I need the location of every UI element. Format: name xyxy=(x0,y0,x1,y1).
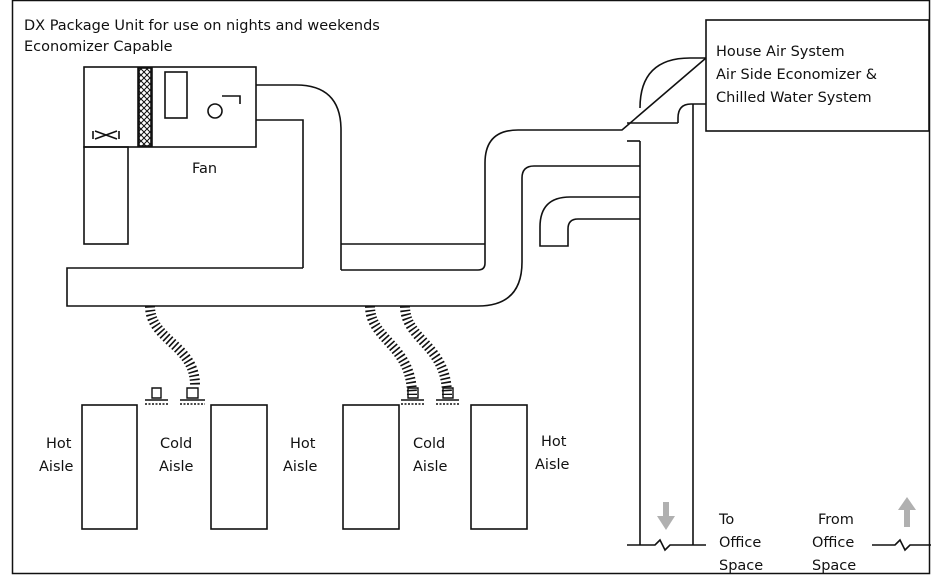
diffuser-4 xyxy=(436,387,459,405)
dx-package-unit xyxy=(83,66,296,245)
office-shaft xyxy=(627,104,931,552)
damper-icon xyxy=(92,130,120,140)
dx-unit-housing xyxy=(83,66,257,148)
house-system-line1: House Air System xyxy=(716,44,845,60)
flex-duct-3 xyxy=(400,305,452,396)
dx-unit-lower-section xyxy=(83,146,129,245)
aisle-label-1-line2: Aisle xyxy=(39,459,74,475)
aisle-label-3-line2: Aisle xyxy=(283,459,318,475)
aisle-label-3-line1: Hot xyxy=(290,436,316,452)
flex-duct-2 xyxy=(365,305,417,396)
to-office-line3: Space xyxy=(719,558,763,574)
diffuser-3 xyxy=(401,387,424,405)
to-office-line1: To xyxy=(718,512,734,528)
filter-rack xyxy=(138,67,152,147)
aisle-label-4-line1: Cold xyxy=(413,436,445,452)
house-supply-duct xyxy=(627,57,706,124)
aisle-label-5-line1: Hot xyxy=(541,434,567,450)
fan-outlet-icon xyxy=(222,95,241,104)
main-supply-trunk xyxy=(66,57,707,307)
diffuser-1 xyxy=(145,387,168,405)
house-system-line2: Air Side Economizer & xyxy=(716,67,877,83)
aisle-label-4-line2: Aisle xyxy=(413,459,448,475)
fan-icon xyxy=(207,103,223,119)
up-arrow-icon xyxy=(898,497,916,527)
fan-label: Fan xyxy=(192,161,217,177)
dx-discharge-duct xyxy=(295,84,342,270)
diffuser-2 xyxy=(180,387,205,405)
coil xyxy=(164,71,188,119)
from-office-line1: From xyxy=(818,512,854,528)
dx-unit-title-line2: Economizer Capable xyxy=(24,39,173,55)
from-office-line3: Space xyxy=(812,558,856,574)
return-elbow xyxy=(539,196,640,247)
aisle-label-5-line2: Aisle xyxy=(535,457,570,473)
aisle-label-2-line2: Aisle xyxy=(159,459,194,475)
house-air-system-box xyxy=(705,19,930,132)
server-rack-1 xyxy=(81,404,138,530)
flex-duct-1 xyxy=(145,305,200,386)
server-rack-4 xyxy=(470,404,528,530)
dx-unit-title-line1: DX Package Unit for use on nights and we… xyxy=(24,18,380,34)
down-arrow-icon xyxy=(657,502,675,530)
from-office-line2: Office xyxy=(812,535,854,551)
house-system-line3: Chilled Water System xyxy=(716,90,872,106)
server-rack-2 xyxy=(210,404,268,530)
to-office-line2: Office xyxy=(719,535,761,551)
server-rack-3 xyxy=(342,404,400,530)
aisle-label-2-line1: Cold xyxy=(160,436,192,452)
aisle-label-1-line1: Hot xyxy=(46,436,72,452)
diagram-border xyxy=(11,0,931,575)
